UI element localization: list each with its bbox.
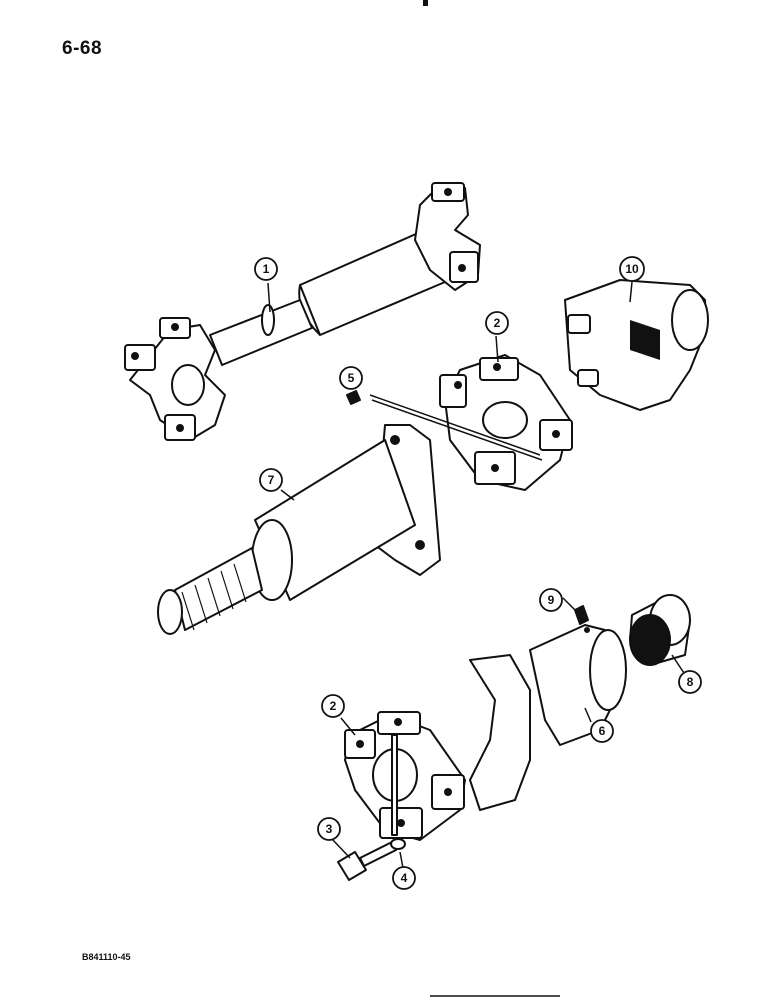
slip-yoke <box>564 279 709 411</box>
callout-2-lower-circle <box>321 694 345 718</box>
grease-fitting <box>574 605 589 625</box>
stub-shaft <box>157 424 441 635</box>
callout-label: 4 <box>401 871 408 885</box>
callout-3-circle <box>317 817 341 841</box>
callout-label: 2 <box>330 699 337 713</box>
callout-2-upper-circle <box>485 311 509 335</box>
callout-10-circle <box>619 256 645 282</box>
callout-6-circle <box>590 719 614 743</box>
callout-1-circle <box>254 257 278 281</box>
callout-label: 6 <box>599 724 606 738</box>
callout-label: 9 <box>548 593 555 607</box>
callout-label: 2 <box>494 316 501 330</box>
callout-label: 5 <box>348 371 355 385</box>
callout-label: 7 <box>268 473 275 487</box>
lock-washer <box>390 838 406 850</box>
callout-5-circle <box>339 366 363 390</box>
dust-cap <box>629 594 691 666</box>
bolt <box>337 841 397 881</box>
universal-joint-upper <box>439 354 573 491</box>
callout-7-circle <box>259 468 283 492</box>
grease-fitting-small <box>346 390 361 405</box>
page-number: 6-68 <box>62 38 103 59</box>
figure-code: B841110-45 <box>82 952 131 962</box>
callout-9-circle <box>539 588 563 612</box>
callout-label: 1 <box>263 262 270 276</box>
callout-label: 10 <box>625 262 639 276</box>
callout-label: 3 <box>326 822 333 836</box>
callout-8-circle <box>678 670 702 694</box>
drive-shaft-assembly <box>124 182 481 441</box>
universal-joint-lower <box>344 711 466 841</box>
callout-label: 8 <box>687 675 694 689</box>
callout-4-circle <box>392 866 416 890</box>
yoke-shaft <box>469 624 627 811</box>
